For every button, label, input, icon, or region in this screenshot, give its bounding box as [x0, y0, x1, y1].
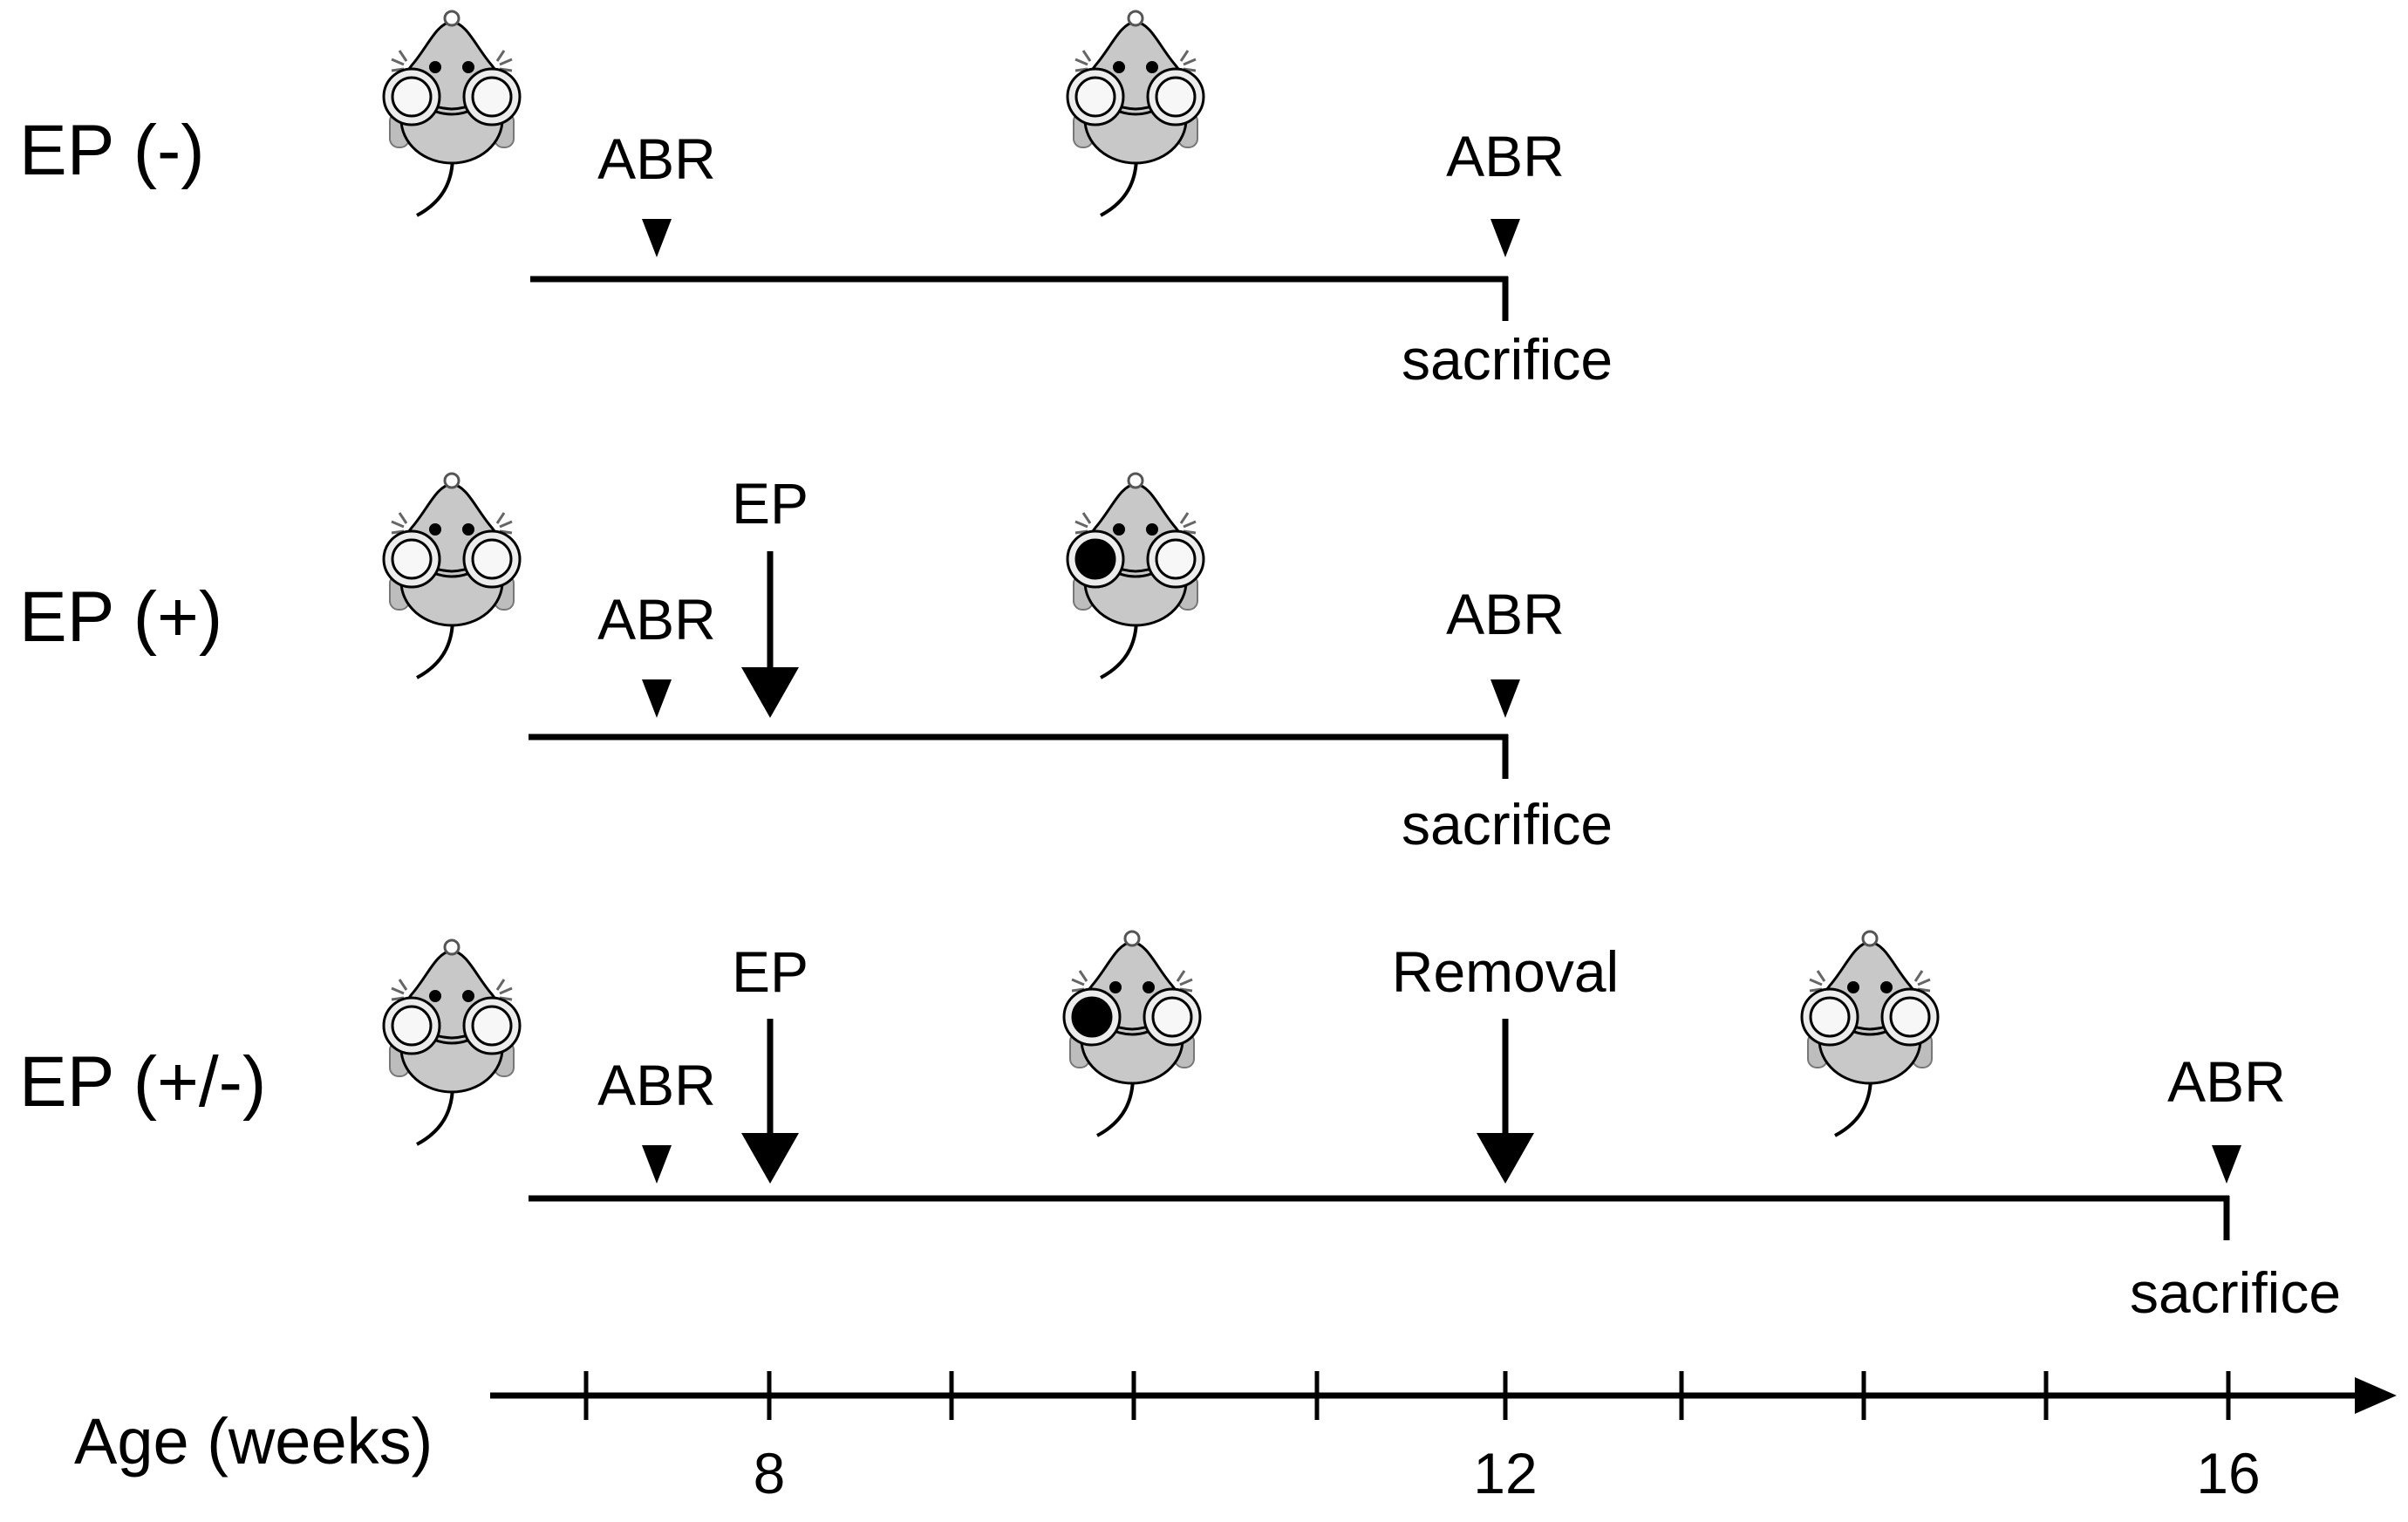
removal-label: Removal [1392, 939, 1619, 1004]
ep-label: EP [732, 939, 808, 1004]
axis-tick-label: 12 [1473, 1441, 1537, 1505]
abr-marker-icon [642, 1145, 672, 1184]
abr-marker-icon [642, 219, 672, 257]
axis-ticks [583, 1371, 2231, 1420]
group-ep-plus-minus: EP (+/-) ABR EP Removal ABR sacrifice [19, 932, 2341, 1325]
abr-label: ABR [1446, 124, 1565, 188]
abr-label: ABR [1446, 582, 1565, 646]
mouse-normal-icon [384, 940, 520, 1144]
mouse-normal-icon [384, 11, 520, 215]
group-ep-minus: EP (-) ABR ABR sacrifice [19, 11, 1613, 392]
sacrifice-label: sacrifice [2130, 1260, 2341, 1325]
axis-title: Age (weeks) [74, 1405, 433, 1478]
abr-label: ABR [597, 126, 716, 191]
ep-arrow-icon [741, 1019, 799, 1184]
mouse-normal-icon [1802, 932, 1938, 1136]
ep-arrow-icon [741, 551, 799, 718]
removal-arrow-icon [1477, 1019, 1534, 1184]
axis-tick-label: 16 [2196, 1441, 2260, 1505]
group-ep-plus: EP (+) ABR EP ABR sacrifice [19, 471, 1613, 857]
axis-tick-label: 8 [754, 1441, 786, 1505]
abr-marker-icon [642, 679, 672, 718]
age-axis: Age (weeks) 8 12 16 [74, 1371, 2397, 1505]
abr-marker-icon [1491, 679, 1520, 718]
abr-label: ABR [597, 1053, 716, 1117]
sacrifice-label: sacrifice [1402, 792, 1613, 857]
mouse-normal-icon [1068, 11, 1204, 215]
mouse-ear-plug-icon [1064, 932, 1200, 1136]
abr-label: ABR [2167, 1049, 2286, 1114]
mouse-normal-icon [384, 474, 520, 678]
mouse-ear-plug-icon [1068, 474, 1204, 678]
sacrifice-label: sacrifice [1402, 327, 1613, 392]
abr-marker-icon [1491, 219, 1520, 257]
ep-label: EP [732, 471, 808, 536]
group-label: EP (+) [19, 577, 222, 657]
abr-marker-icon [2212, 1145, 2241, 1184]
axis-arrowhead-icon [2355, 1377, 2397, 1414]
group-label: EP (+/-) [19, 1042, 266, 1122]
abr-label: ABR [597, 587, 716, 652]
group-label: EP (-) [19, 111, 205, 190]
